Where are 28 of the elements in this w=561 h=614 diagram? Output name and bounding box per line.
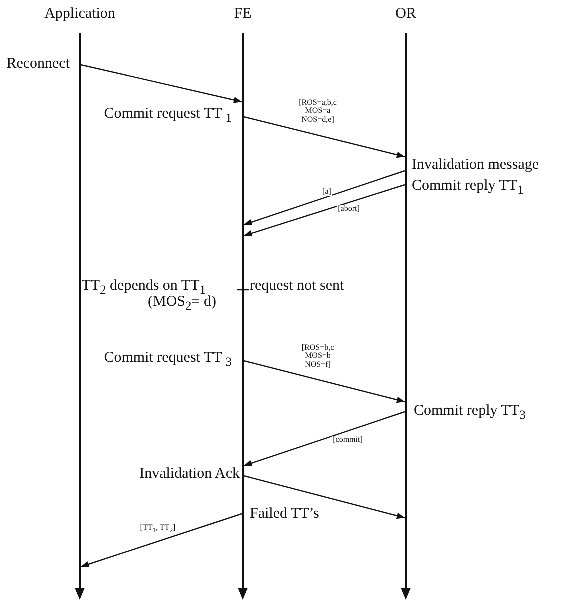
message-arrow	[244, 116, 406, 158]
edge-label: [commit]	[332, 436, 364, 444]
event-note: Commit request TT $_{3}$	[104, 350, 232, 370]
message-arrow	[244, 360, 406, 404]
event-note: Commit reply TT$_{1}$	[412, 178, 524, 198]
event-note: TT$_{2}$ depends on TT$_{1}$	[82, 278, 206, 297]
message-arrow	[80, 64, 242, 104]
event-note: Invalidation message	[412, 157, 540, 174]
participant-heading: OR	[396, 6, 416, 22]
event-note: (MOS$_{2}$= d)	[148, 294, 216, 314]
event-note: request not sent	[250, 278, 344, 294]
edge-label: [a]	[322, 188, 332, 196]
edge-label: [ROS=b,c MOS=b NOS=f]	[300, 344, 336, 370]
message-arrow	[244, 411, 406, 467]
message-arrow	[244, 475, 406, 520]
participant-heading: FE	[234, 6, 252, 22]
event-note: Failed TT’s	[250, 506, 320, 522]
edge-label: [ROS=a,b,c MOS=a NOS=d,e]	[298, 99, 338, 124]
event-note: Commit request TT $_{1}$	[104, 106, 232, 126]
message-arrow	[244, 170, 406, 226]
participant-heading: Application	[44, 6, 116, 22]
event-note: Commit reply TT$_{3}$	[414, 403, 526, 423]
edge-label: [TT$_{1}$, TT$_{2}$]	[139, 524, 177, 535]
edge-label: [abort]	[337, 205, 361, 214]
event-note: Invalidation Ack	[140, 466, 240, 482]
message-arrow	[80, 513, 242, 568]
event-note: Reconnect	[6, 56, 70, 72]
message-arrow	[244, 184, 406, 237]
